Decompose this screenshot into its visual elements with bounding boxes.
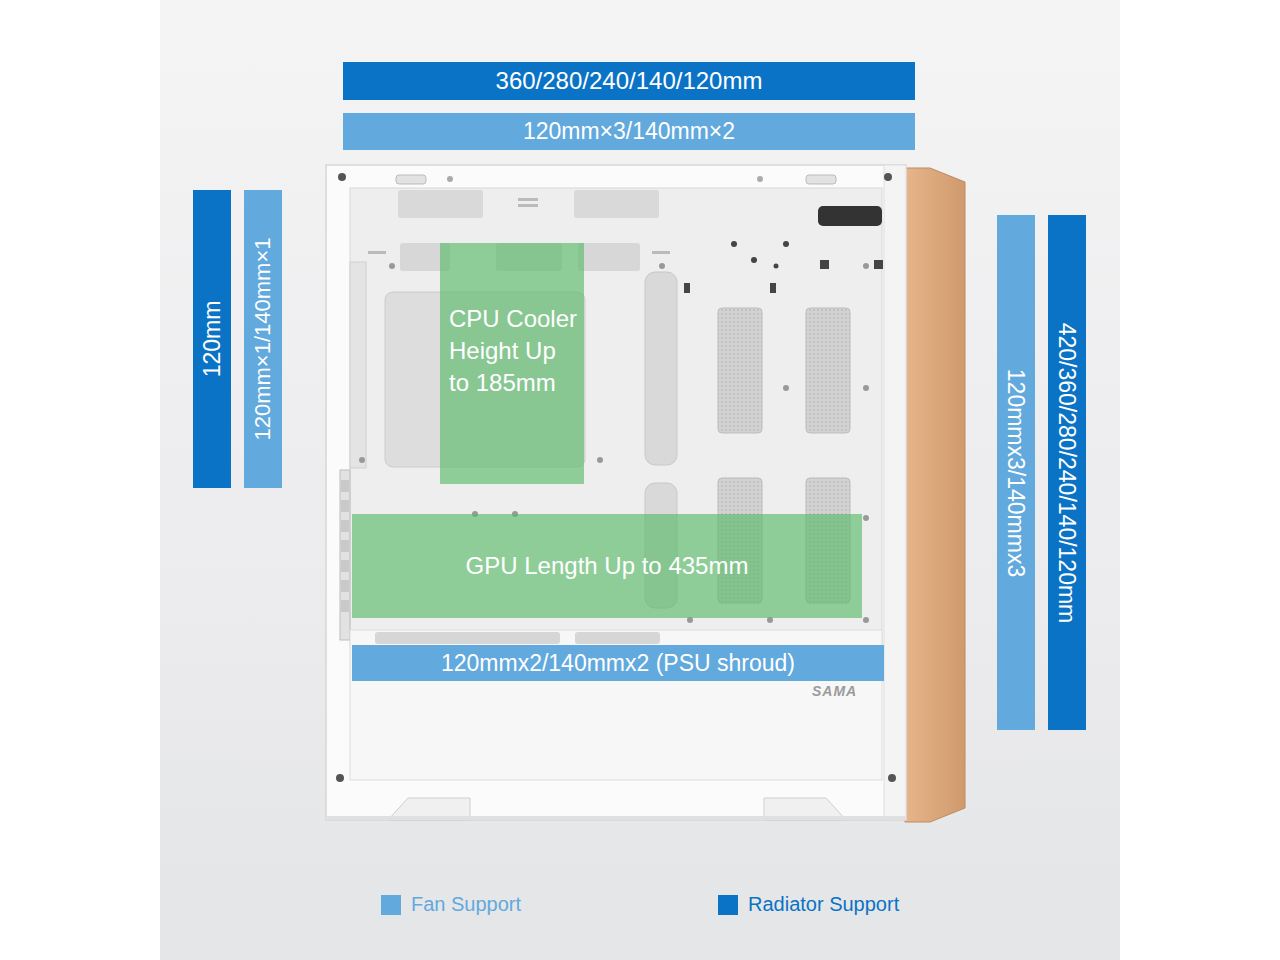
case-part [884, 173, 892, 181]
dimension-label: 120mmx2/140mmx2 (PSU shroud) [441, 649, 795, 678]
case-part [338, 173, 346, 181]
vertical-bar-label: 420/360/280/240/140/120mm [1053, 322, 1082, 623]
case-part [751, 257, 757, 263]
case-part [518, 204, 538, 207]
case-part [884, 165, 906, 820]
case-part [863, 515, 869, 521]
case-part [863, 385, 869, 391]
case-part [341, 500, 349, 512]
case-part [863, 263, 869, 269]
case-part [350, 262, 366, 468]
legend-swatch [381, 895, 401, 915]
case-part [863, 617, 869, 623]
case-part [389, 263, 395, 269]
case-part [684, 283, 690, 293]
case-part [757, 176, 763, 182]
case-part [806, 308, 850, 433]
vertical-bar-label: 120mm×1/140mm×1 [249, 238, 277, 441]
case-part [375, 632, 560, 644]
case-part [718, 308, 762, 433]
fan-support-bar: 120mmx3/140mmx3 [997, 215, 1035, 730]
case-part [350, 188, 882, 646]
case-part [820, 260, 829, 269]
case-part [326, 816, 906, 820]
case-part [652, 251, 670, 254]
legend-swatch [718, 895, 738, 915]
case-part [340, 470, 350, 640]
psu-shroud-fan-band: 120mmx2/140mmx2 (PSU shroud) [352, 645, 884, 681]
case-part [341, 580, 349, 592]
case-part [597, 457, 603, 463]
case-part [368, 251, 386, 254]
case-part [341, 480, 349, 612]
radiator-support-bar: 120mm [193, 190, 231, 488]
case-part [774, 264, 779, 269]
gpu-clearance-band: GPU Length Up to 435mm [352, 514, 862, 618]
case-part [783, 385, 789, 391]
dimension-label: CPU Cooler Height Up to 185mm [449, 303, 578, 399]
case-part [341, 560, 349, 572]
case-part [659, 263, 665, 269]
fan-support-bar: 120mm×3/140mm×2 [343, 113, 915, 150]
case-part [574, 190, 659, 218]
case-part [396, 175, 426, 184]
case-part [359, 457, 365, 463]
case-part [731, 241, 737, 247]
case-part [888, 774, 896, 782]
vertical-bar-label: 120mmx3/140mmx3 [1002, 368, 1031, 576]
radiator-support-bar: 420/360/280/240/140/120mm [1048, 215, 1086, 730]
case-part [578, 243, 640, 271]
case-part [874, 260, 883, 269]
case-part [398, 190, 483, 218]
case-part [518, 198, 538, 201]
case-part [818, 206, 882, 226]
case-part [905, 168, 965, 822]
case-part [783, 241, 789, 247]
legend-text: Fan Support [411, 892, 521, 917]
case-part [645, 272, 677, 465]
dimension-label: 120mm×3/140mm×2 [523, 117, 735, 146]
case-part [447, 176, 453, 182]
case-part [341, 600, 349, 612]
case-part [341, 540, 349, 552]
case-part [770, 283, 776, 293]
case-part [341, 480, 349, 492]
case-part [160, 0, 1120, 960]
dimension-label: 360/280/240/140/120mm [496, 66, 763, 96]
case-part [341, 520, 349, 532]
vertical-bar-label: 120mm [198, 301, 227, 378]
case-part [575, 632, 660, 644]
case-part [336, 774, 344, 782]
fan-support-bar: 120mm×1/140mm×1 [244, 190, 282, 488]
cpu-clearance-box: CPU Cooler Height Up to 185mm [440, 243, 584, 484]
legend-item: Fan Support [381, 892, 521, 917]
brand-logo: SAMA [812, 683, 857, 699]
case-part [806, 175, 836, 184]
dimension-label: GPU Length Up to 435mm [466, 551, 749, 581]
legend-text: Radiator Support [748, 892, 899, 917]
legend-item: Radiator Support [718, 892, 899, 917]
radiator-support-bar: 360/280/240/140/120mm [343, 62, 915, 100]
case-part [326, 165, 906, 820]
